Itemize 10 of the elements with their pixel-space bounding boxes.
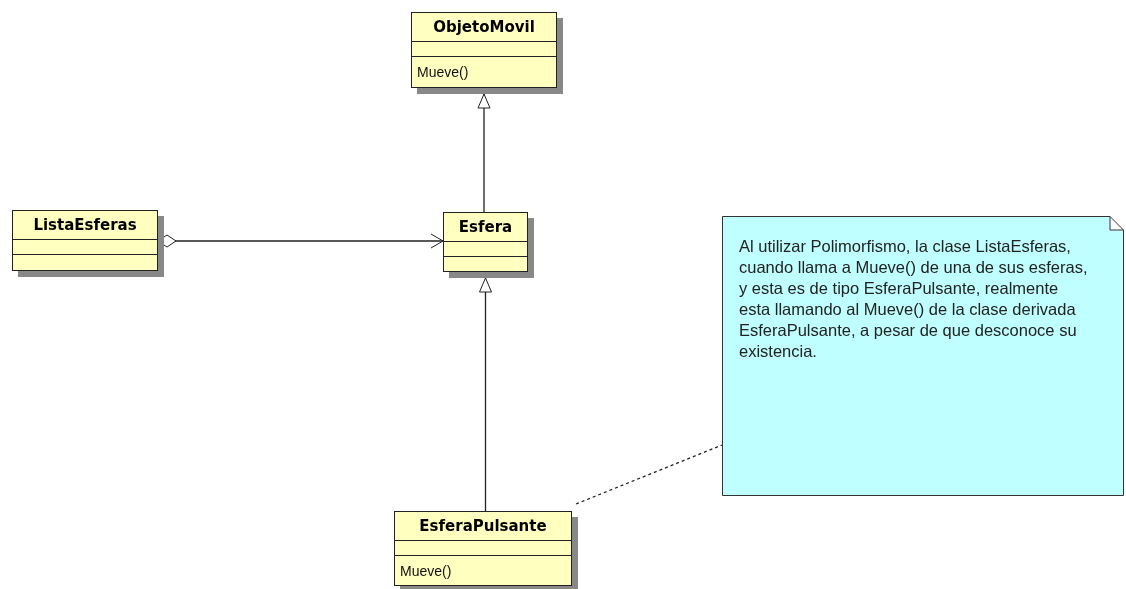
class-name: ObjetoMovil xyxy=(433,18,535,36)
class-name: Esfera xyxy=(458,218,513,236)
method-name: Mueve() xyxy=(417,64,469,80)
dashed-connector xyxy=(575,444,723,505)
inheritance-arrow xyxy=(479,277,492,512)
inheritance-arrow xyxy=(477,93,491,213)
class-name: ListaEsferas xyxy=(33,216,137,234)
class-name: EsferaPulsante xyxy=(419,517,547,535)
method-name: Mueve() xyxy=(400,562,452,579)
note-text: Al utilizar Polimorfismo, la clase ListaEsferas, cuando llama a Mueve() de una de sus esferas, y esta es de tipo EsferaPulsante, realmente esta llamando al Mueve() de la clase derivada EsferaPulsante, a pesar de que desconoce su existencia. xyxy=(739,236,1089,362)
